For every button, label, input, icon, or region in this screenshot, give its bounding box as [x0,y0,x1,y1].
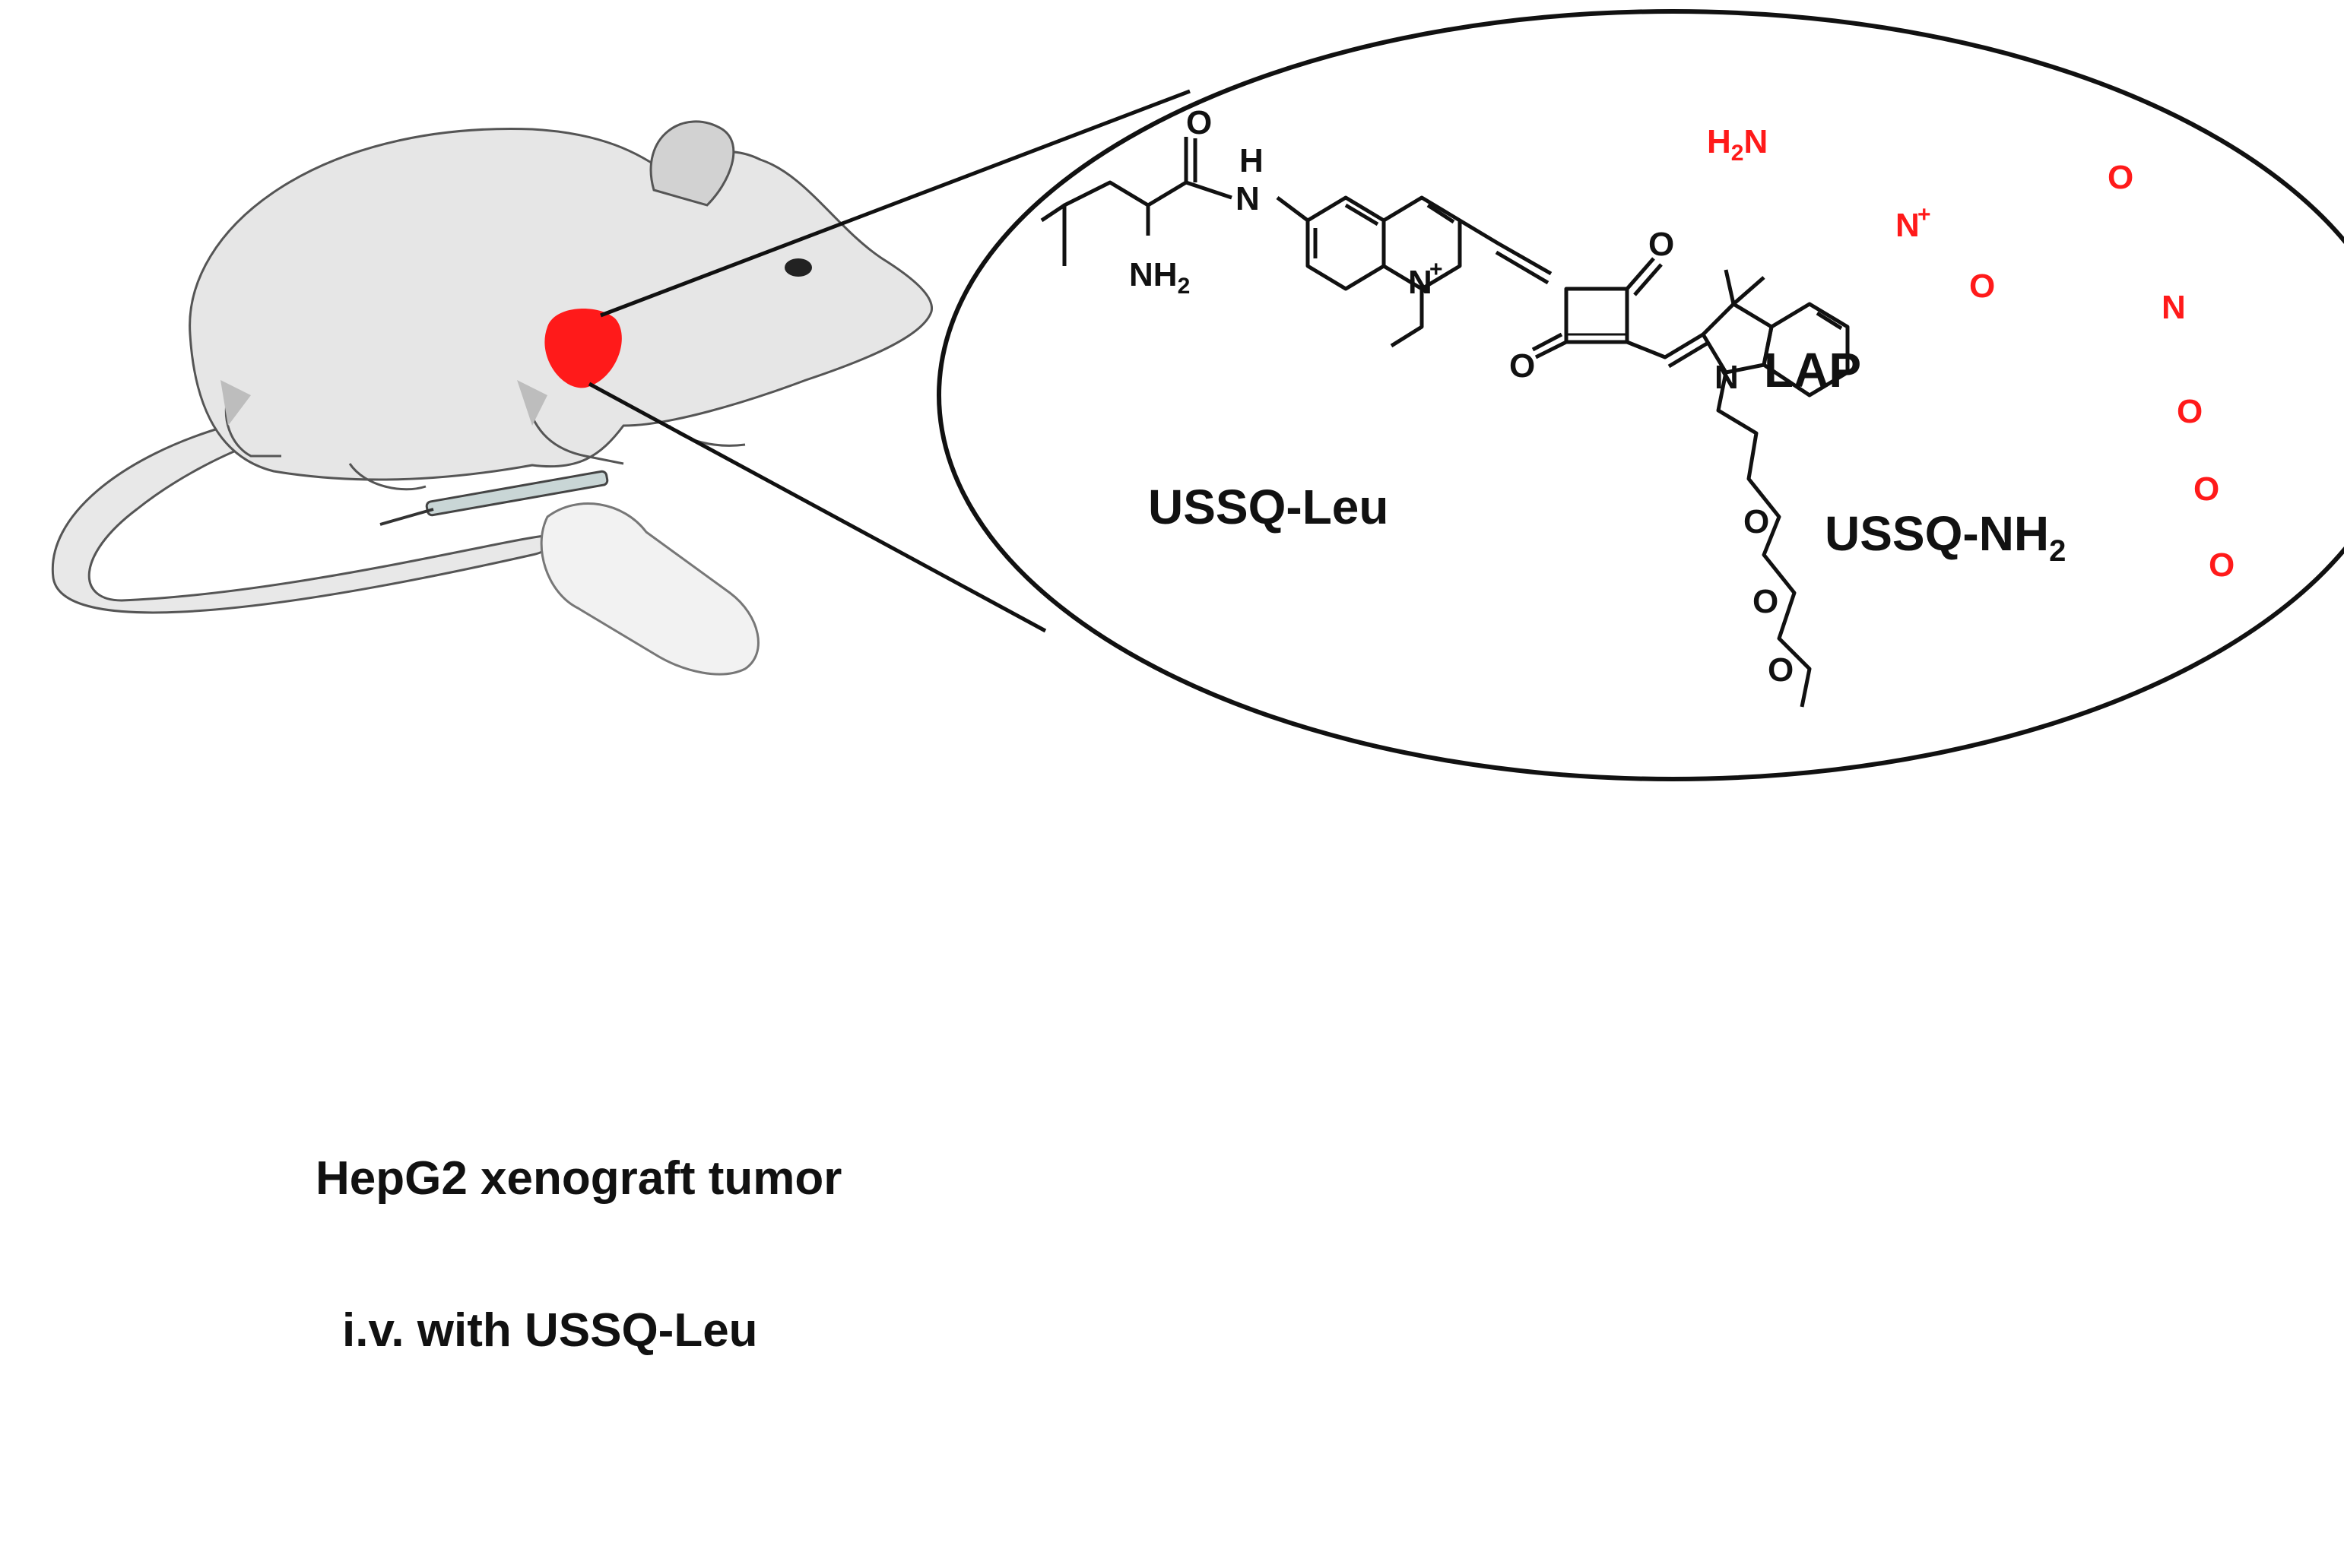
atom-carbonyl-o: O [1186,104,1213,141]
atom-plus-charge: + [1429,257,1443,282]
reactant-name: USSQ-Leu [1148,480,1389,534]
atom-indole-n: N [1714,359,1739,396]
atom-product-ketone-o1: O [2108,159,2134,196]
atom-product-ketone-o2: O [1969,268,1996,305]
atom-amide-n: N [1235,180,1260,217]
atom-peg-o1: O [1743,503,1770,540]
atom-amide-h: H [1239,142,1264,179]
atom-product-peg-o2: O [2193,470,2220,508]
zoom-line-lower [588,382,1047,633]
mouse-illustration [51,120,934,614]
enzyme-label: LAP [1764,343,1861,398]
atom-quinolinium-n: N [1408,264,1432,301]
product-name: USSQ-NH2 [1825,506,2066,568]
atom-ketone-o2: O [1509,347,1536,385]
legend-injection-label: i.v. with USSQ-Leu [342,1304,758,1357]
atom-product-indole-n: N [2162,289,2186,326]
zoom-line-upper [600,89,1191,318]
atom-product-amine: H2N [1707,123,1768,166]
legend-tumor-label: HepG2 xenograft tumor [316,1152,842,1205]
atom-product-quinolinium-n: N [1895,207,1920,244]
atom-product-peg-o1: O [2177,393,2203,430]
atom-product-peg-o3: O [2209,546,2235,584]
reactant-structure [1040,137,1850,708]
tumor-on-mouse [544,309,622,388]
magnified-ellipse [937,9,2344,781]
atom-peg-o3: O [1768,651,1794,689]
atom-product-plus-charge: + [1917,202,1931,227]
atom-amine-nh: NH2 [1129,256,1191,299]
atom-peg-o2: O [1752,583,1779,620]
hand-syringe-icon [379,470,760,676]
atom-ketone-o1: O [1648,226,1675,263]
